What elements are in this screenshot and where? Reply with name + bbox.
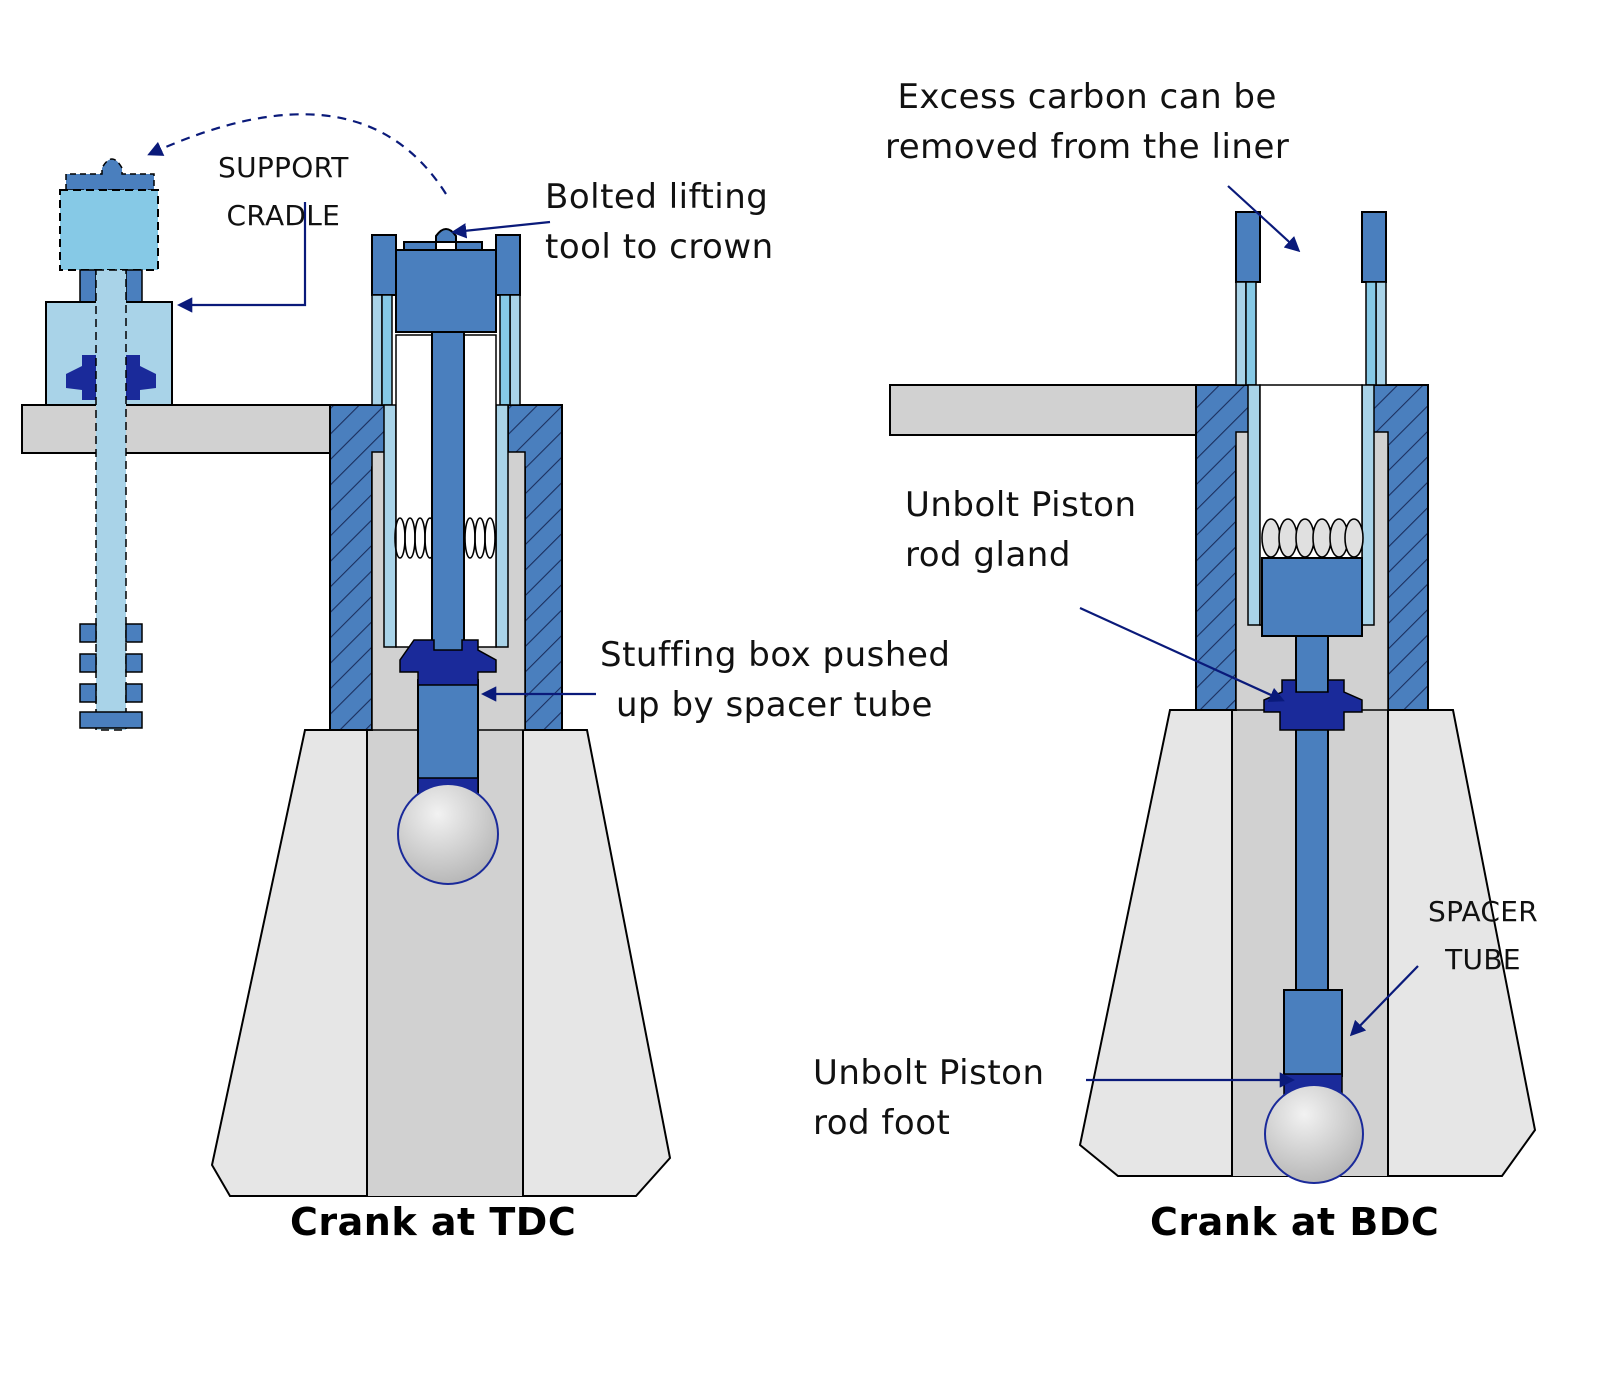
cradle-arrow xyxy=(176,202,307,313)
spacer-tube-arrow xyxy=(1349,965,1419,1037)
tdc-piston-crown xyxy=(395,249,497,333)
cradle-piston xyxy=(59,189,159,271)
bdc-liner-left xyxy=(1235,211,1261,283)
bdc-platform xyxy=(889,384,1201,436)
arrows xyxy=(147,113,1419,1088)
tdc-platform xyxy=(21,404,335,454)
label-unbolt-foot: Unbolt Piston rod foot xyxy=(813,1053,1045,1143)
label-excess-carbon: Excess carbon can be removed from the li… xyxy=(885,77,1290,167)
bdc-stuffing-box xyxy=(1263,679,1363,731)
tdc-stuffing-box xyxy=(399,639,497,686)
bdc-piston xyxy=(1261,557,1363,637)
caption-tdc: Crank at TDC xyxy=(290,1200,577,1244)
dashed-lift-arrow xyxy=(147,113,447,195)
bdc-crank-pin xyxy=(1264,1084,1364,1184)
excess-carbon-arrow xyxy=(1227,185,1301,253)
cradle-gland xyxy=(66,355,96,400)
tdc-liner-left xyxy=(371,234,397,296)
gland-arrow xyxy=(1079,606,1285,702)
label-spacer-tube: SPACER TUBE xyxy=(1428,895,1539,976)
tdc-liner-right xyxy=(495,234,521,296)
tdc-engine xyxy=(21,228,672,1197)
label-support-cradle: SUPPORT CRADLE xyxy=(218,151,349,232)
cradle-rod-blocks xyxy=(79,623,143,729)
bdc-liner-right xyxy=(1361,211,1387,283)
caption-bdc: Crank at BDC xyxy=(1150,1200,1440,1244)
bdc-engine xyxy=(889,211,1537,1184)
bdc-spacer-tube xyxy=(1283,989,1343,1077)
label-unbolt-gland: Unbolt Piston rod gland xyxy=(905,485,1137,575)
tdc-crank-pin xyxy=(397,783,499,885)
cradle-piston-cap xyxy=(65,158,155,191)
lifting-tool-arrow xyxy=(450,220,551,239)
cradle-rod xyxy=(95,269,127,731)
bdc-rings xyxy=(1261,518,1364,558)
label-bolted-lifting: Bolted lifting tool to crown xyxy=(545,177,774,267)
support-cradle-assembly xyxy=(45,158,173,731)
label-stuffing-box: Stuffing box pushed up by spacer tube xyxy=(600,635,951,725)
tdc-lifting-tool xyxy=(403,228,483,251)
